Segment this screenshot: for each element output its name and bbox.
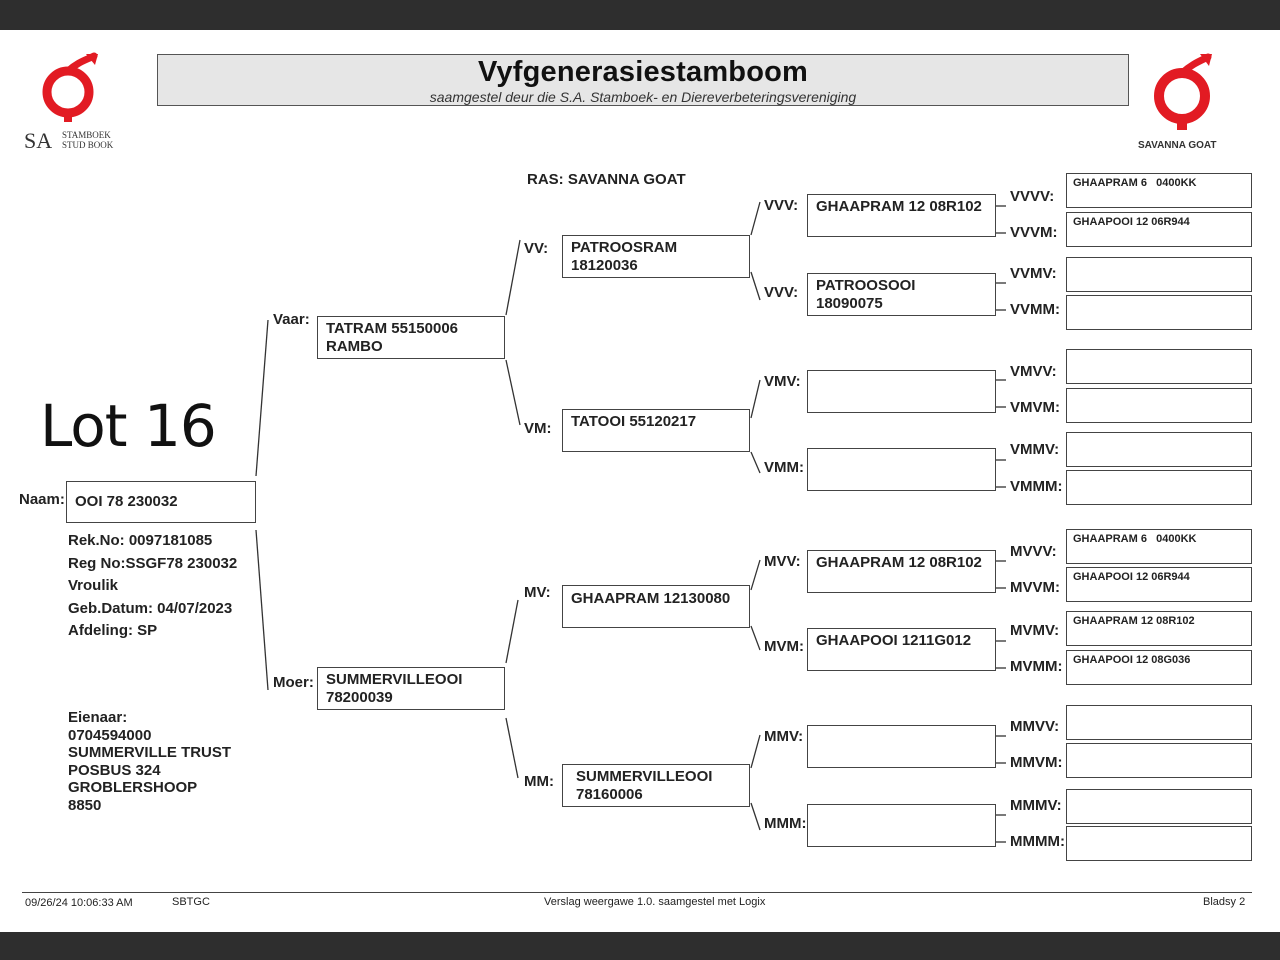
owner-name: SUMMERVILLE TRUST: [68, 744, 232, 761]
mv-box: GHAAPRAM 12130080: [562, 585, 750, 628]
mvvv-label: MVVV:: [1010, 543, 1057, 560]
mvmv-box: GHAAPRAM 12 08R102: [1066, 611, 1252, 646]
footer-divider: [22, 892, 1252, 893]
mm-box: SUMMERVILLEOOI 78160006: [562, 764, 750, 807]
footer-timestamp: 09/26/24 10:06:33 AM: [25, 897, 133, 909]
logo-stamboek-text: STAMBOEK: [62, 130, 111, 140]
mmvm-label: MMVM:: [1010, 754, 1063, 771]
vvvv-box: GHAAPRAM 6 0400KK: [1066, 173, 1252, 208]
pedigree-page: SA STAMBOEK STUD BOOK Vyfgenerasiestambo…: [0, 30, 1280, 932]
page-subtitle: saamgestel deur die S.A. Stamboek- en Di…: [429, 89, 857, 105]
mmm-box: [807, 804, 996, 847]
red-sex-symbol-icon: [42, 52, 98, 122]
pedigree-connector-lines: [255, 201, 1006, 843]
vvmm-label: VVMM:: [1010, 301, 1060, 318]
owner-postcode: 8850: [68, 796, 102, 814]
vmmv-box: [1066, 432, 1252, 467]
vv-label: VV:: [524, 240, 549, 257]
vmvm-box: [1066, 388, 1252, 423]
mvm-label: MVM:: [764, 638, 804, 655]
title-banner: Vyfgenerasiestamboom saamgestel deur die…: [157, 54, 1129, 106]
vmmv-label: VMMV:: [1010, 441, 1060, 458]
dam-label: Moer:: [273, 674, 314, 691]
mmvv-box: [1066, 705, 1252, 740]
mvv-box: GHAAPRAM 12 08R102: [807, 550, 996, 593]
mvmm-label: MVMM:: [1010, 658, 1063, 675]
lot-number: Lot 16: [40, 392, 217, 460]
vvm-box: PATROOSOOI 18090075: [807, 273, 996, 316]
breed-label: RAS: SAVANNA GOAT: [527, 171, 686, 188]
sire-box: TATRAM 55150006 RAMBO: [317, 316, 505, 359]
mvmv-label: MVMV:: [1010, 622, 1060, 639]
mvmm-box: GHAAPOOI 12 08G036: [1066, 650, 1252, 685]
vv-box: PATROOSRAM 18120036: [562, 235, 750, 278]
footer-code: SBTGC: [172, 896, 210, 908]
sa-studbook-logo: SA STAMBOEK STUD BOOK: [24, 52, 129, 153]
owner-heading: Eienaar:: [68, 709, 128, 726]
animal-name-label: Naam:: [19, 491, 65, 508]
birth-date: Geb.Datum: 04/07/2023: [68, 599, 233, 617]
vmmm-label: VMMM:: [1010, 478, 1063, 495]
mmm-label: MMM:: [764, 815, 807, 832]
owner-town: GROBLERSHOOP: [68, 779, 198, 796]
page-title: Vyfgenerasiestamboom: [477, 56, 809, 88]
mmv-box: [807, 725, 996, 768]
logo-studbook-text: STUD BOOK: [62, 140, 114, 150]
vvm-label: VVV:: [764, 284, 799, 301]
mmmm-label: MMMM:: [1010, 833, 1065, 850]
vvvv-label: VVVV:: [1010, 188, 1055, 205]
vvv-box: GHAAPRAM 12 08R102: [807, 194, 996, 237]
red-sex-symbol-icon: [1154, 53, 1212, 130]
vmmm-box: [1066, 470, 1252, 505]
mv-label: MV:: [524, 584, 551, 601]
registration-number: Reg No:SSGF78 230032: [68, 554, 238, 572]
owner-details: Eienaar: 0704594000 SUMMERVILLE TRUST PO…: [68, 709, 231, 814]
vmm-box: [807, 448, 996, 491]
vvvm-box: GHAAPOOI 12 06R944: [1066, 212, 1252, 247]
mvvv-box: GHAAPRAM 6 0400KK: [1066, 529, 1252, 564]
mmv-label: MMV:: [764, 728, 804, 745]
vvmm-box: [1066, 295, 1252, 330]
sire-label: Vaar:: [273, 311, 310, 328]
mvvm-box: GHAAPOOI 12 06R944: [1066, 567, 1252, 602]
registration-account-number: Rek.No: 0097181085: [68, 532, 213, 549]
logo-caption: SAVANNA GOAT: [1138, 140, 1217, 151]
animal-details: Rek.No: 0097181085 Reg No:SSGF78 230032 …: [68, 530, 237, 643]
owner-address: POSBUS 324: [68, 761, 161, 779]
vmv-box: [807, 370, 996, 413]
mmvv-label: MMVV:: [1010, 718, 1060, 735]
owner-phone: 0704594000: [68, 726, 152, 744]
logo-sa-text: SA: [24, 128, 53, 153]
mmmv-label: MMMV:: [1010, 797, 1062, 814]
mmmv-box: [1066, 789, 1252, 824]
mmvm-box: [1066, 743, 1252, 778]
vmv-label: VMV:: [764, 373, 801, 390]
vm-box: TATOOI 55120217: [562, 409, 750, 452]
vmm-label: VMM:: [764, 459, 804, 476]
vmvv-box: [1066, 349, 1252, 384]
vvmv-box: [1066, 257, 1252, 292]
vmvm-label: VMVM:: [1010, 399, 1060, 416]
mvm-box: GHAAPOOI 1211G012: [807, 628, 996, 671]
vvmv-label: VVMV:: [1010, 265, 1057, 282]
vvv-label: VVV:: [764, 197, 799, 214]
vmvv-label: VMVV:: [1010, 363, 1057, 380]
savanna-goat-logo: SAVANNA GOAT: [1132, 52, 1240, 157]
vvvm-label: VVVM:: [1010, 224, 1058, 241]
sex: Vroulik: [68, 577, 119, 594]
section: Afdeling: SP: [68, 622, 158, 639]
mvv-label: MVV:: [764, 553, 801, 570]
mvvm-label: MVVM:: [1010, 579, 1060, 596]
footer-page-number: Bladsy 2: [1203, 896, 1246, 908]
mmmm-box: [1066, 826, 1252, 861]
mm-label: MM:: [524, 773, 554, 790]
animal-name-box: OOI 78 230032: [66, 481, 256, 523]
footer-report: Verslag weergawe 1.0. saamgestel met Log…: [544, 896, 766, 908]
vm-label: VM:: [524, 420, 552, 437]
dam-box: SUMMERVILLEOOI 78200039: [317, 667, 505, 710]
